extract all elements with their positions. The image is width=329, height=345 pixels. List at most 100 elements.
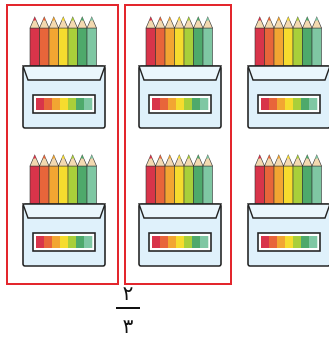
label-stripe [168,98,177,110]
label-stripe [36,236,45,248]
pencil-lead [80,155,84,159]
selection-frame-middle [124,4,232,285]
pencil-tip [77,154,88,167]
pencil-lead [187,17,191,21]
pencil-box-5 [136,152,224,270]
pencil-tip [67,16,78,29]
pencil-tip [58,154,69,167]
label-stripe [60,98,69,110]
pencil-body [264,165,275,209]
pencil-lead [158,17,162,21]
pencil-tip [193,154,204,167]
pencil-box-grid [20,14,329,270]
pencil-lead [196,155,200,159]
label-stripe [84,98,93,110]
label-stripe [60,236,69,248]
pencil-body [302,165,313,209]
pencil-tip [202,154,213,167]
pencil-tip [29,154,40,167]
pencil-box-3 [245,14,329,132]
pencil-lead [206,155,210,159]
label-stripe [152,236,161,248]
pencil-tip [292,16,303,29]
pencil-body [311,27,322,71]
pencil-box-6 [245,152,329,270]
label-stripe [285,98,294,110]
pencil-lead [258,17,262,21]
pencil-lead [305,17,309,21]
box-flap [247,65,329,81]
pencil-tip [193,16,204,29]
label-stripe [277,236,286,248]
label-stripe [261,236,270,248]
pencil-lead [61,155,65,159]
pencil-tip [86,154,97,167]
pencil-tip [39,16,50,29]
pencil-tip [183,16,194,29]
label-stripe [192,98,201,110]
label-stripe [76,236,85,248]
pencil-lead [52,17,56,21]
pencil-body [254,165,265,209]
label-stripe [184,98,193,110]
pencil-lead [315,155,319,159]
pencil-lead [286,155,290,159]
label-stripe [176,236,185,248]
pencil-body [292,27,303,71]
pencil-tip [155,16,166,29]
pencil-tip [311,16,322,29]
fraction-denominator: ٣ [122,314,134,338]
pencil-lead [33,17,37,21]
label-stripe [176,98,185,110]
pencil-lead [258,155,262,159]
pencil-tip [58,16,69,29]
pencil-tip [145,154,156,167]
box-flap [22,203,106,219]
label-stripe [84,236,93,248]
pencil-lead [149,155,153,159]
label-stripe [160,236,169,248]
label-stripe [184,236,193,248]
label-stripe [52,98,61,110]
label-stripe [301,98,310,110]
pencil-lead [33,155,37,159]
pencil-lead [296,17,300,21]
label-stripe [52,236,61,248]
label-stripe [269,98,278,110]
pencil-lead [315,17,319,21]
pencil-lead [42,17,46,21]
label-stripe [168,236,177,248]
pencil-lead [168,17,172,21]
pencil-lead [71,17,75,21]
pencil-tip [273,16,284,29]
pencil-tip [254,16,265,29]
pencil-tip [164,154,175,167]
pencil-tip [174,154,185,167]
pencil-body [264,27,275,71]
pencil-lead [80,17,84,21]
label-stripe [293,98,302,110]
pencil-tip [67,154,78,167]
box-flap [22,65,106,81]
pencil-body [273,27,284,71]
pencil-lead [267,17,271,21]
label-stripe [160,98,169,110]
label-stripe [309,98,318,110]
pencil-tip [29,16,40,29]
pencil-tip [283,154,294,167]
label-stripe [152,98,161,110]
box-flap [138,65,222,81]
label-stripe [44,98,53,110]
pencil-tip [302,154,313,167]
label-stripe [269,236,278,248]
pencil-body [292,165,303,209]
pencil-box-1 [20,14,108,132]
pencil-tip [264,16,275,29]
colored-pencil-box-icon [138,154,222,267]
pencil-tip [155,154,166,167]
pencil-tip [39,154,50,167]
label-stripe [44,236,53,248]
colored-pencil-box-icon [22,154,106,267]
pencil-body [283,165,294,209]
label-stripe [285,236,294,248]
